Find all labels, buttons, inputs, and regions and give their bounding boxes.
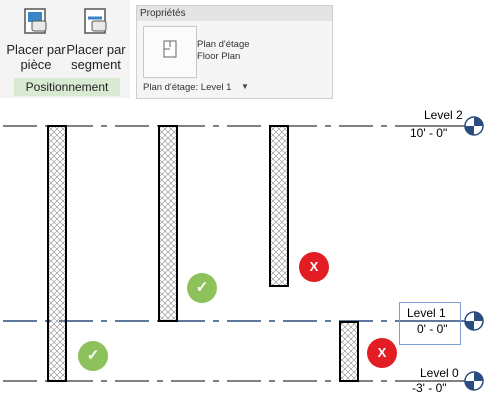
level-2-elevation[interactable]: 10' - 0": [410, 126, 448, 140]
level-1-head-icon[interactable]: [464, 311, 484, 331]
level-2-head-icon[interactable]: [464, 116, 484, 136]
wall-segment[interactable]: [269, 125, 289, 287]
level-2-name[interactable]: Level 2: [424, 108, 463, 122]
properties-title: Propriétés: [137, 6, 332, 21]
placer-par-segment-button[interactable]: Placer par segment: [66, 4, 126, 78]
level-0-head-icon[interactable]: [464, 371, 484, 391]
properties-palette: Propriétés Plan d'étage Floor Plan Plan …: [136, 5, 333, 99]
panel-title: Positionnement: [14, 78, 120, 96]
error-x-icon: X: [299, 252, 329, 282]
chevron-down-icon[interactable]: ▼: [241, 82, 249, 91]
placer-par-piece-label: Placer par pièce: [6, 42, 66, 72]
wall-segment[interactable]: [158, 125, 178, 322]
check-icon: ✓: [187, 273, 217, 303]
placer-par-segment-label: Placer par segment: [66, 42, 126, 72]
selection-box: [399, 302, 461, 345]
level-1-elevation[interactable]: 0' - 0": [417, 322, 448, 336]
placer-par-piece-button[interactable]: Placer par pièce: [6, 4, 66, 78]
floor-plan-type-icon: [163, 40, 177, 58]
wall-segment[interactable]: [47, 125, 67, 382]
level-0-name[interactable]: Level 0: [420, 366, 459, 380]
ribbon-panel-positionnement: Placer par pièce Placer par segment Posi…: [0, 0, 130, 98]
room-place-icon: [24, 8, 47, 34]
type-selector[interactable]: Plan d'étage: Level 1: [143, 82, 232, 93]
error-x-icon: X: [367, 338, 397, 368]
type-family: Floor Plan: [197, 51, 241, 62]
type-name: Plan d'étage: [197, 39, 250, 50]
level-1-name[interactable]: Level 1: [407, 306, 446, 320]
level-0-elevation[interactable]: -3' - 0": [412, 381, 447, 395]
check-icon: ✓: [78, 341, 108, 371]
segment-place-icon: [84, 8, 107, 34]
type-preview: [143, 26, 197, 78]
wall-segment[interactable]: [339, 321, 359, 382]
